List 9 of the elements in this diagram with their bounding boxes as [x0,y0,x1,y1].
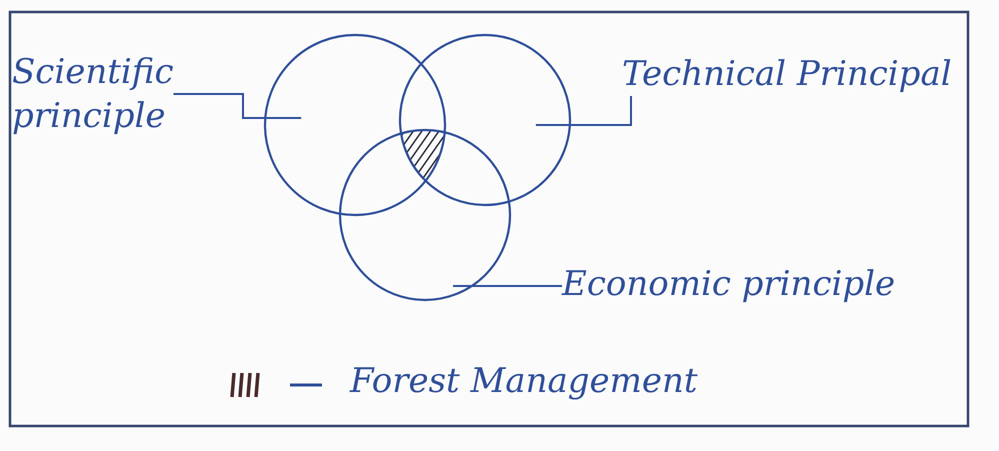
legend-text: Forest Management [350,360,698,403]
principle-label: Scientific principle [12,50,174,138]
principle-label: Technical Principal [622,52,952,96]
venn-circle [398,34,572,206]
venn-circle [264,34,446,216]
principle-label: Economic principle [562,262,896,306]
leader-line [536,96,632,126]
leader-line [173,93,302,119]
leader-line [453,285,562,287]
